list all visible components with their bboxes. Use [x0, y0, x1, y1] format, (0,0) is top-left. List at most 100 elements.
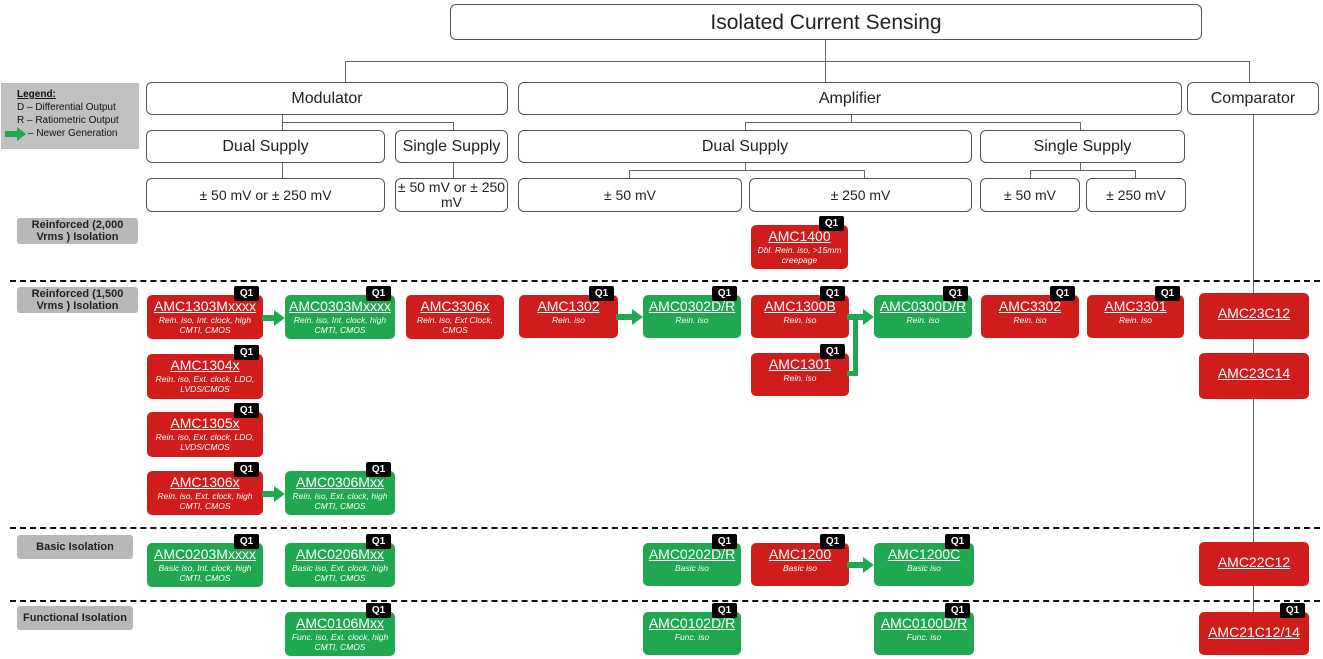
product-name-link[interactable]: AMC23C14 — [1217, 365, 1291, 381]
q1-badge: Q1 — [1155, 286, 1180, 301]
connector — [282, 162, 283, 178]
product-name-link[interactable]: AMC1200 — [768, 546, 832, 562]
newer-generation-arrow-icon — [262, 486, 285, 502]
range-mod-single: ± 50 mV or ± 250 mV — [395, 178, 508, 212]
q1-badge: Q1 — [820, 534, 845, 549]
product-description: Func. iso — [906, 632, 942, 642]
connector — [629, 170, 865, 171]
product-name-link[interactable]: AMC3301 — [1104, 298, 1167, 314]
connector — [345, 61, 346, 82]
product-name-link[interactable]: AMC0303Mxxxx — [289, 298, 391, 314]
product-name-link[interactable]: AMC1304x — [170, 357, 240, 373]
product-description: Basic iso, Int. clock, high CMTI, CMOS — [158, 563, 252, 583]
product-description: Basic iso — [782, 563, 817, 573]
product-name-link[interactable]: AMC0302D/R — [648, 298, 736, 314]
product-name-link[interactable]: AMC1303Mxxxx — [154, 298, 256, 314]
legend-differential: D – Differential Output — [17, 102, 116, 113]
product-name-link[interactable]: AMC0306Mxx — [296, 474, 384, 490]
legend-title: Legend: — [17, 89, 56, 100]
row-label-reinforced-1500: Reinforced (1,500 Vrms ) Isolation — [17, 287, 138, 313]
product-description: Rein. iso — [1118, 315, 1153, 325]
product-name-link[interactable]: AMC23C12 — [1217, 305, 1291, 321]
product-name-link[interactable]: AMC1400 — [768, 228, 831, 244]
product-name-link[interactable]: AMC0202D/R — [648, 546, 736, 562]
q1-badge: Q1 — [366, 603, 391, 618]
product-name-link[interactable]: AMC3302 — [998, 298, 1062, 314]
connector — [453, 122, 454, 130]
product-name-link[interactable]: AMC0100D/R — [880, 615, 968, 631]
product-name-link[interactable]: AMC1300B — [764, 298, 836, 314]
product-name-link[interactable]: AMC1200C — [887, 546, 961, 562]
product-card-amc23c12[interactable]: AMC23C12 — [1199, 293, 1309, 339]
supply-mod-single: Single Supply — [395, 130, 508, 163]
product-description: Rein. iso, Ext. clock, high CMTI, CMOS — [157, 491, 253, 511]
q1-badge: Q1 — [712, 286, 737, 301]
product-name-link[interactable]: AMC1302 — [537, 298, 600, 314]
q1-badge: Q1 — [1050, 286, 1075, 301]
q1-badge: Q1 — [234, 345, 259, 360]
product-name-link[interactable]: AMC0106Mxx — [296, 615, 384, 631]
legend-ratiometric: R – Ratiometric Output — [17, 115, 119, 126]
q1-badge: Q1 — [366, 462, 391, 477]
connector-arrow-line — [847, 314, 858, 376]
q1-badge: Q1 — [234, 403, 259, 418]
product-name-link[interactable]: AMC1306x — [170, 474, 240, 490]
category-comparator: Comparator — [1187, 82, 1319, 115]
product-name-link[interactable]: AMC22C12 — [1217, 554, 1291, 570]
q1-badge: Q1 — [943, 286, 968, 301]
row-label-functional: Functional Isolation — [17, 606, 133, 630]
q1-badge: Q1 — [366, 286, 391, 301]
q1-badge: Q1 — [712, 603, 737, 618]
q1-badge: Q1 — [820, 286, 845, 301]
row-separator — [10, 527, 1320, 529]
product-card-amc23c14[interactable]: AMC23C14 — [1199, 353, 1309, 399]
product-name-link[interactable]: AMC21C12/14 — [1208, 624, 1300, 640]
connector — [745, 162, 746, 170]
product-name-link[interactable]: AMC1305x — [170, 415, 240, 431]
range-amp-dual-250: ± 250 mV — [749, 178, 972, 212]
q1-badge: Q1 — [234, 462, 259, 477]
product-description: Rein. iso — [1013, 315, 1047, 325]
product-name-link[interactable]: AMC1301 — [768, 356, 832, 372]
newer-generation-arrow-icon — [847, 557, 874, 573]
product-description: Func. iso, Ext. clock, high CMTI, CMOS — [291, 632, 389, 652]
product-name-link[interactable]: AMC0102D/R — [648, 615, 736, 631]
product-card-amc22c12[interactable]: AMC22C12 — [1199, 542, 1309, 586]
product-name-link[interactable]: AMC0300D/R — [879, 298, 967, 314]
product-name-link[interactable]: AMC3306x — [420, 298, 490, 314]
product-description: Basic iso, Ext. clock, high CMTI, CMOS — [292, 563, 388, 583]
connector — [282, 122, 454, 123]
connector — [282, 114, 283, 122]
product-description: Rein. iso, Ext. clock, LDO, LVDS/CMOS — [155, 432, 255, 452]
product-name-link[interactable]: AMC0203Mxxxx — [154, 546, 256, 562]
connector — [825, 61, 826, 82]
product-name-link[interactable]: AMC0206Mxx — [296, 546, 384, 562]
legend-arrow-label: – Newer Generation — [28, 128, 118, 139]
product-description: Dbl. Rein. iso, >15mm creepage — [757, 245, 842, 265]
